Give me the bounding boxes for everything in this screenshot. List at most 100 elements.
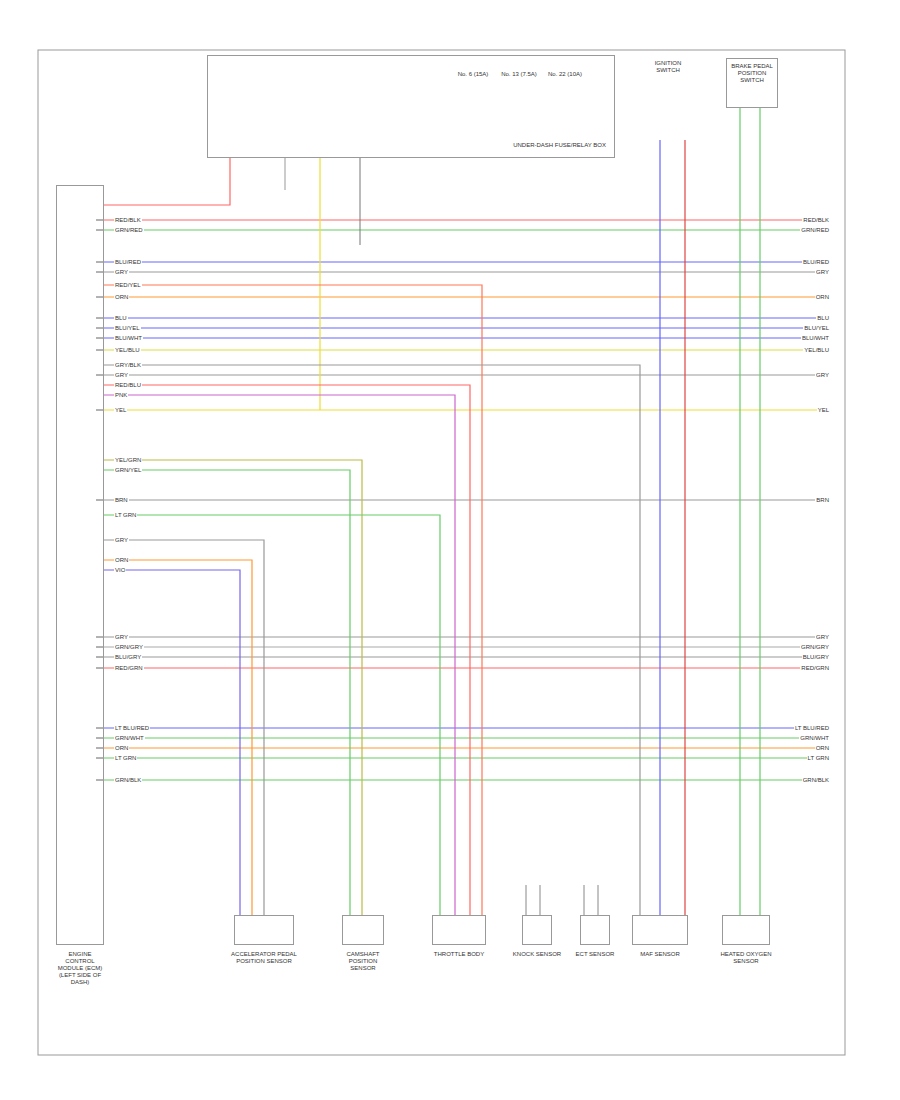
wire-color: ORN [815, 293, 830, 301]
frame [38, 50, 845, 1055]
wire [104, 636, 830, 637]
pin-tick [96, 647, 104, 648]
wire-stub [598, 885, 599, 915]
wire-color: GRN/WHT [114, 734, 145, 742]
wire-color: YEL/BLU [114, 346, 141, 354]
pin-block [56, 185, 104, 945]
node-label: HEATED OXYGEN SENSOR [714, 951, 778, 965]
wire-color: GRN/BLK [802, 776, 830, 784]
wire-color: YEL/GRN [114, 456, 142, 464]
wire-color: LT BLU/RED [794, 724, 830, 732]
wire [104, 229, 830, 230]
pin-block [234, 915, 294, 945]
node-label: IGNITION SWITCH [644, 60, 692, 74]
wire [104, 261, 830, 262]
pin-block [522, 915, 552, 945]
pin-tick [96, 500, 104, 501]
wire-color: BLU/YEL [114, 324, 141, 332]
wire-color: BRN [815, 496, 830, 504]
wire-color: LT GRN [114, 511, 137, 519]
connector-box: THROTTLE BODY [426, 915, 492, 958]
wire [104, 727, 830, 728]
wire [104, 747, 830, 748]
pin-tick [96, 318, 104, 319]
fuse-label: No. 13 (7.5A) [500, 70, 538, 78]
wire-stub [540, 885, 541, 915]
wire-color: BLU/RED [802, 258, 830, 266]
wire-color: YEL/BLU [803, 346, 830, 354]
component-box: IGNITION SWITCH [642, 58, 694, 140]
wire-color: BLU/WHT [801, 334, 830, 342]
node-label: ACCELERATOR PEDAL POSITION SENSOR [228, 951, 300, 965]
pin-tick [96, 657, 104, 658]
pin-tick [96, 350, 104, 351]
wire-color: BLU [114, 314, 128, 322]
pin-tick [96, 328, 104, 329]
wire-connector [104, 470, 350, 915]
pin-tick [96, 780, 104, 781]
pin-tick [96, 220, 104, 221]
wire-connector [104, 460, 362, 915]
pin-block [342, 915, 384, 945]
wire-connector [104, 540, 264, 915]
node-label: UNDER-DASH FUSE/RELAY BOX [208, 142, 606, 149]
pin-block [722, 915, 770, 945]
node-label: THROTTLE BODY [426, 951, 492, 958]
module-box: ENGINE CONTROL MODULE (ECM) (LEFT SIDE O… [56, 185, 104, 986]
wire-stub [584, 885, 585, 915]
pin-block [432, 915, 486, 945]
wire [104, 646, 830, 647]
wire [285, 158, 286, 190]
pin-tick [96, 262, 104, 263]
wire-connector [104, 515, 440, 915]
wire-connector [739, 108, 740, 915]
wire-color: BLU/RED [114, 258, 142, 266]
node-label: BRAKE PEDAL POSITION SWITCH [731, 63, 773, 84]
wire-color: GRN/WHT [799, 734, 830, 742]
wire-color: GRY [114, 371, 129, 379]
wire-color: RED/YEL [114, 281, 142, 289]
pin-tick [96, 748, 104, 749]
wire-color: GRY/BLK [114, 361, 142, 369]
wire-connector [104, 560, 252, 915]
wire-color: GRY [815, 268, 830, 276]
fuse-label: No. 6 (15A) [454, 70, 492, 78]
node-label: ENGINE CONTROL MODULE (ECM) (LEFT SIDE O… [56, 951, 104, 986]
wire-group [96, 158, 830, 915]
wire-color: BLU/WHT [114, 334, 143, 342]
pin-tick [96, 272, 104, 273]
wire-color: YEL [817, 406, 830, 414]
wire-color: ORN [114, 744, 129, 752]
wire-connector [104, 570, 240, 915]
wire-color: GRN/BLK [114, 776, 142, 784]
wire-connector [759, 108, 760, 915]
wire-color: LT GRN [807, 754, 830, 762]
pin-tick [96, 637, 104, 638]
node-label: KNOCK SENSOR [512, 951, 562, 958]
wire-connector [659, 140, 660, 915]
wire [319, 158, 320, 410]
wire-color: RED/GRN [114, 664, 144, 672]
wire-color: RED/BLU [114, 381, 142, 389]
wire-stub [526, 885, 527, 915]
connector-box: HEATED OXYGEN SENSOR [714, 915, 778, 965]
pin-tick [96, 338, 104, 339]
wire-color: GRY [114, 536, 129, 544]
pin-tick [96, 728, 104, 729]
wire [104, 271, 830, 272]
fuse-label: No. 22 (10A) [546, 70, 584, 78]
wire-color: GRY [114, 268, 129, 276]
wire-connector [104, 365, 640, 915]
wire-color: GRN/GRY [114, 643, 144, 651]
wire-color: VIO [114, 566, 126, 574]
wire [104, 737, 830, 738]
wire-connector [104, 385, 470, 915]
wire [104, 219, 830, 220]
connector-box: ACCELERATOR PEDAL POSITION SENSOR [228, 915, 300, 965]
wire [104, 656, 830, 657]
node-label: MAF SENSOR [628, 951, 692, 958]
pin-tick [96, 410, 104, 411]
wire-connector [104, 395, 455, 915]
wire-color: BLU/GRY [114, 653, 142, 661]
